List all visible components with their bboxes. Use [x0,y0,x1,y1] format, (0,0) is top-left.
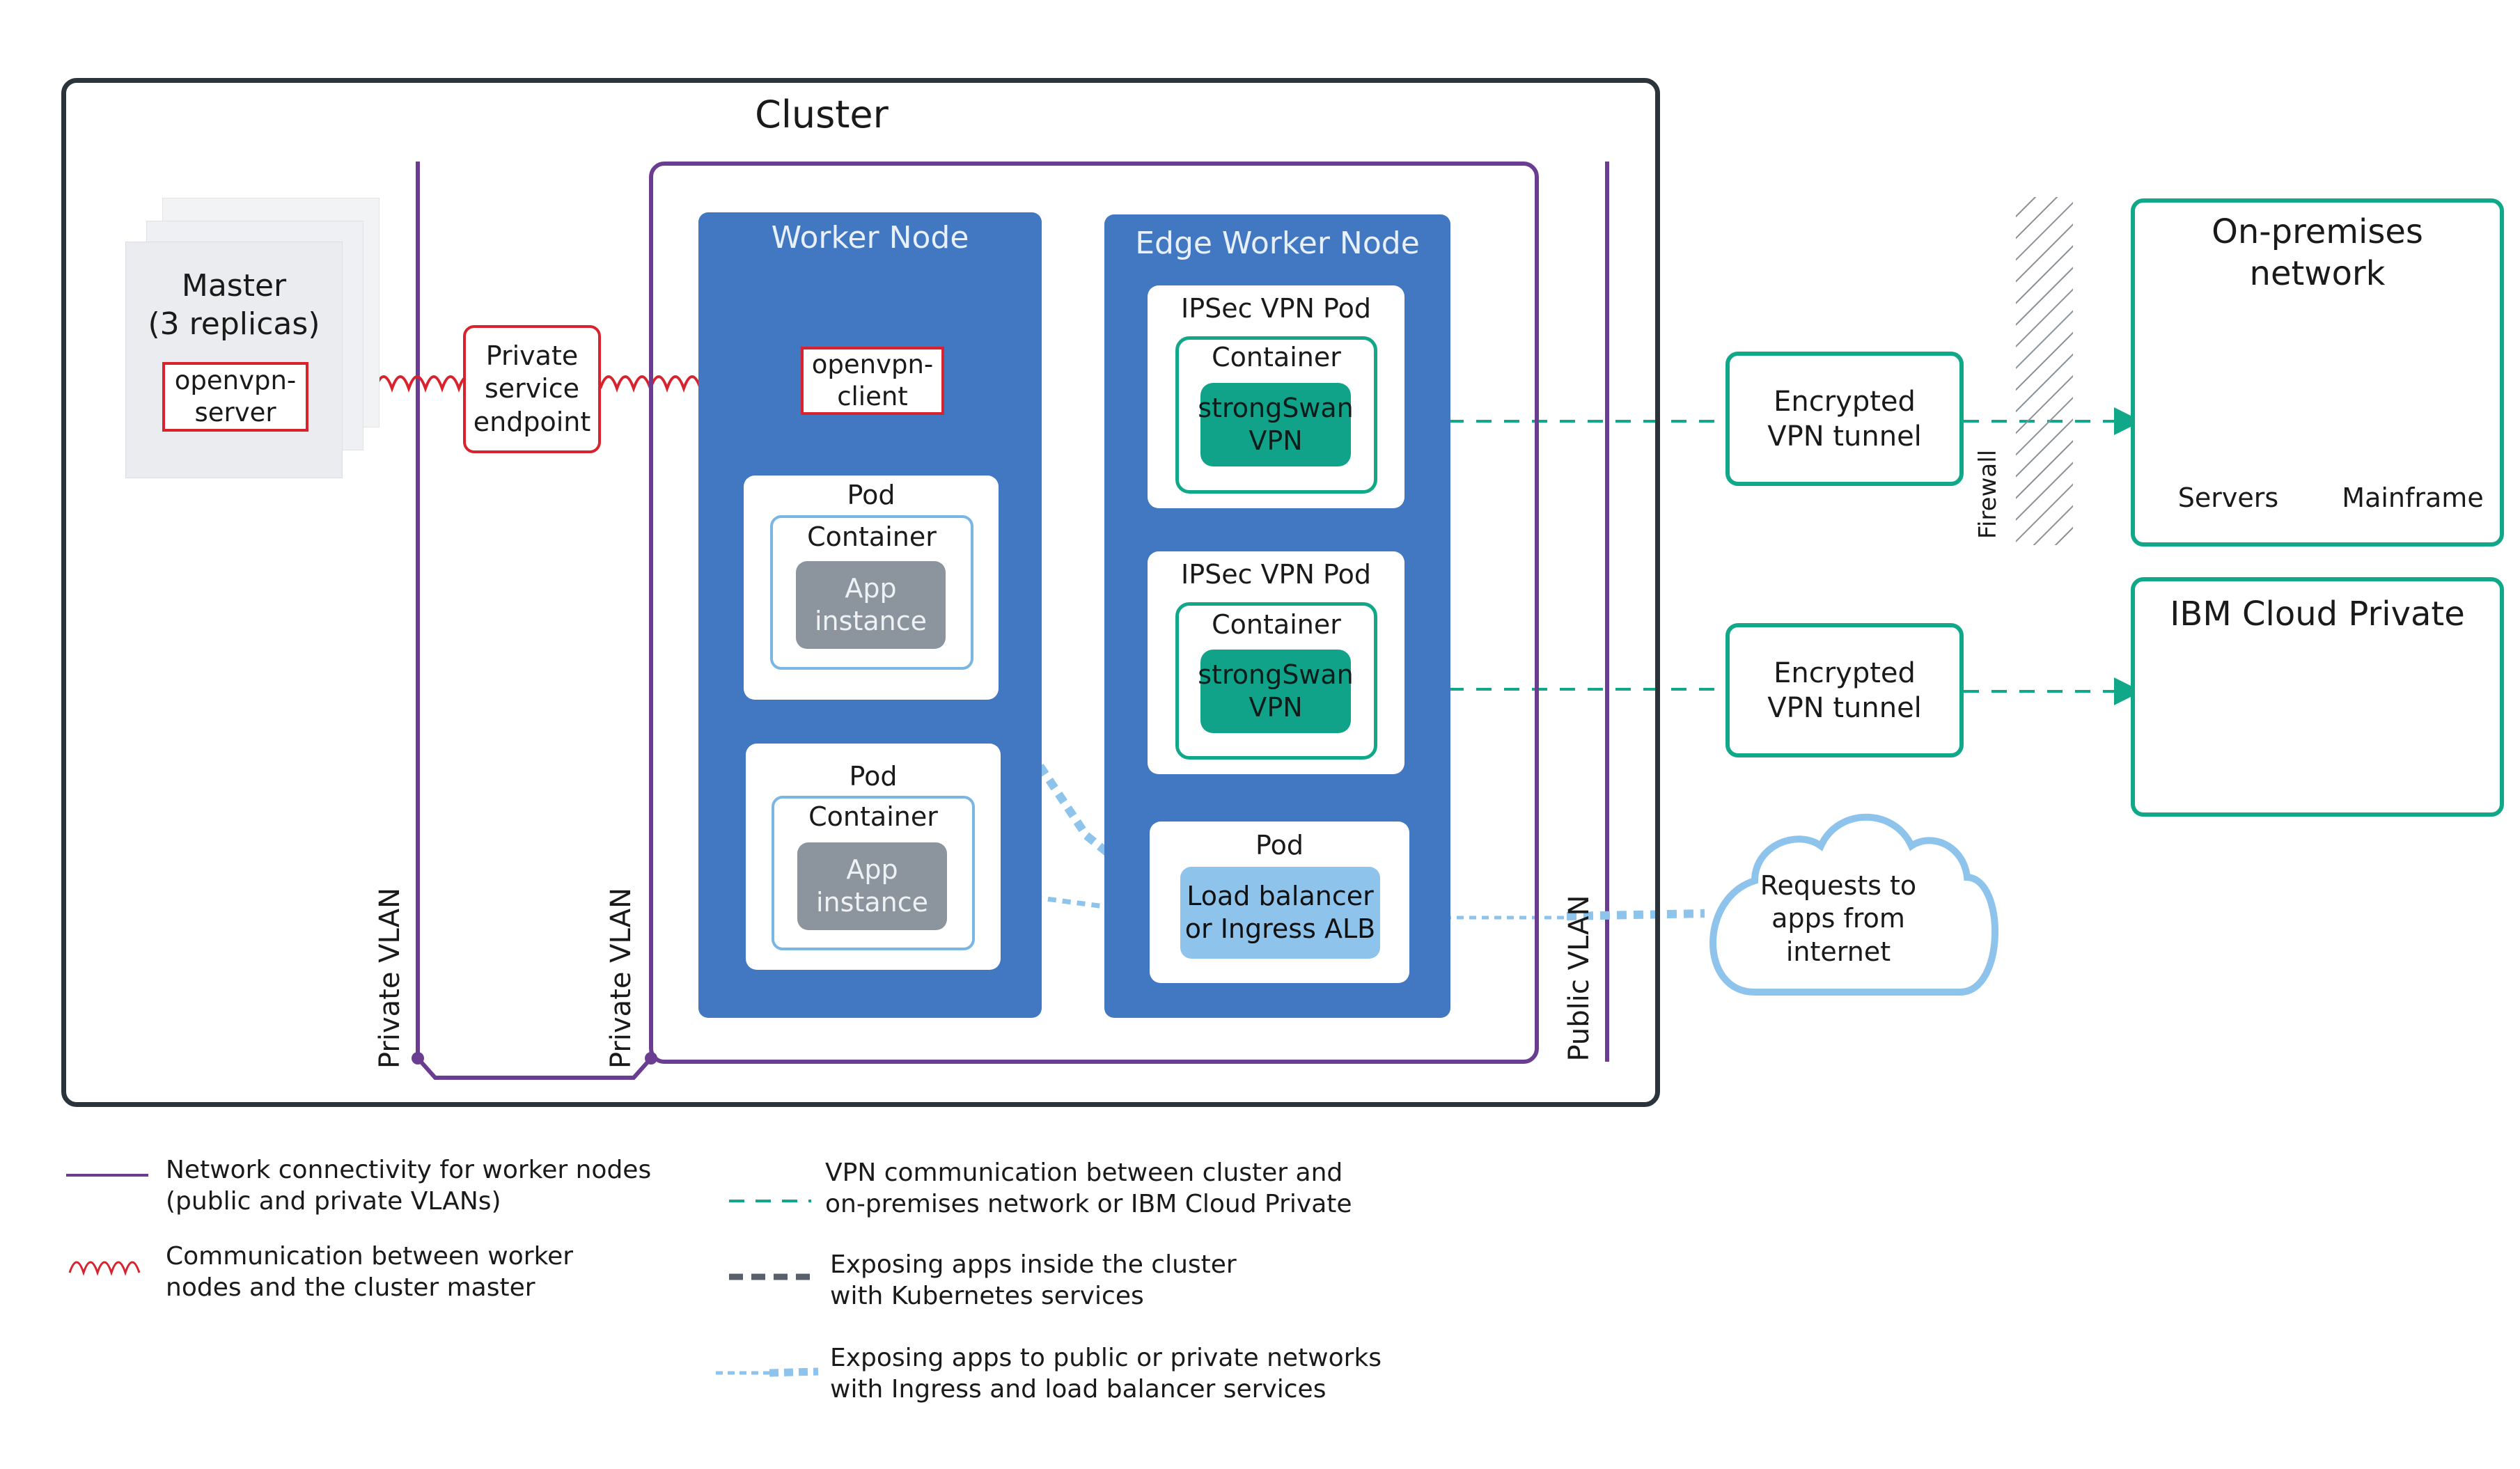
private-service-endpoint: Private service endpoint [463,325,601,453]
legend-ingress-thick [769,1367,819,1377]
on-premises-title: On-premises network [2212,212,2423,293]
servers-label: Servers [2177,482,2279,513]
ipsec-pod-1-container-label: Container [1212,342,1341,372]
legend-master-comm-text: Communication between worker nodes and t… [166,1242,574,1302]
legend-vlan-text: Network connectivity for worker nodes (p… [166,1156,652,1216]
legend-vpn-text: VPN communication between cluster and on… [825,1158,1352,1218]
vlan-junction-dot [412,1052,424,1065]
private-vlan-label-right: Private VLAN [605,887,637,1069]
worker-vlan-frame [649,162,1539,1064]
vlan-connector-line [416,162,653,1080]
pod-1-container-label: Container [807,521,937,552]
cluster-title: Cluster [755,92,889,136]
pod-2-title: Pod [849,761,898,792]
encrypted-vpn-tunnel-1: Encrypted VPN tunnel [1725,352,1964,486]
internet-cloud-shape [1709,813,1999,996]
strongswan-vpn-2: strongSwan VPN [1198,650,1354,733]
pod-1-app-instance: App instance [796,561,946,649]
ingress-line-internet [1566,909,1705,920]
edge-worker-node-title: Edge Worker Node [1135,225,1420,261]
ibm-cloud-private [2131,577,2504,817]
load-balancer-ingress-alb: Load balancer or Ingress ALB [1180,867,1380,959]
mainframe-label: Mainframe [2342,482,2484,513]
public-vlan-label: Public VLAN [1563,895,1595,1062]
strongswan-vpn-1: strongSwan VPN [1198,383,1354,466]
firewall-hatch [2016,197,2073,545]
legend-k8s-text: Exposing apps inside the cluster with Ku… [830,1250,1237,1310]
legend-ingress-text: Exposing apps to public or private netwo… [830,1344,1382,1404]
ipsec-pod-2-container-label: Container [1212,609,1341,640]
pod-2-container-label: Container [808,801,938,832]
openvpn-server-box: openvpn- server [162,362,308,432]
worker-node-title: Worker Node [771,219,969,256]
on-premises-network [2131,198,2504,547]
pod-1-title: Pod [847,480,895,510]
legend-coil-line [68,1261,141,1276]
encrypted-vpn-tunnel-2: Encrypted VPN tunnel [1725,623,1964,757]
master-label: Master (3 replicas) [148,268,320,342]
pod-2-app-instance: App instance [797,842,947,930]
ibm-cloud-private-title: IBM Cloud Private [2170,595,2465,634]
internet-requests-label: Requests to apps from internet [1760,870,1917,967]
openvpn-client-box: openvpn- client [801,347,944,415]
private-vlan-label-left: Private VLAN [374,887,406,1069]
ipsec-vpn-pod-1-title: IPSec VPN Pod [1181,293,1371,324]
cluster-frame [61,78,1660,1107]
ipsec-vpn-pod-2-title: IPSec VPN Pod [1181,559,1371,590]
load-balancer-pod-title: Pod [1255,830,1304,861]
firewall-label: Firewall [1974,449,2002,540]
master-node [125,242,343,478]
